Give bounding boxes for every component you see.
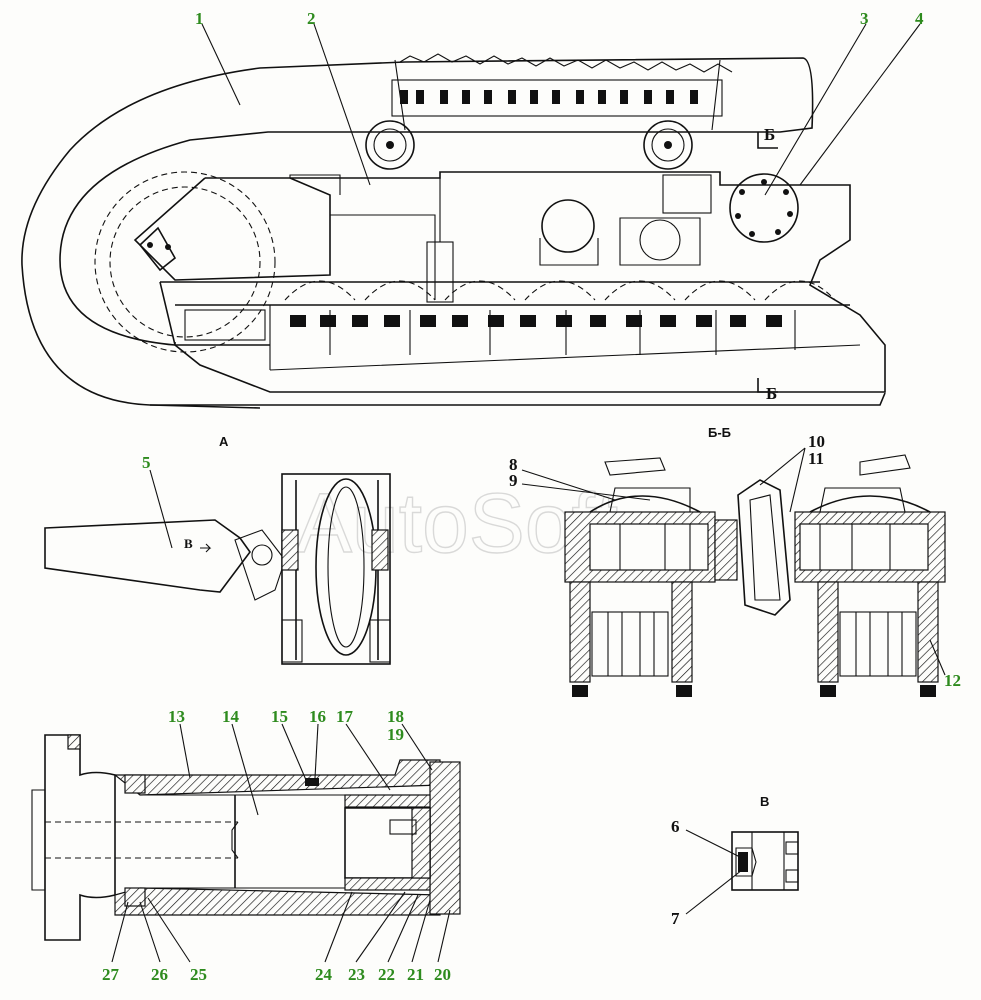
callout-3: 3 [860, 9, 869, 28]
callout-2: 2 [307, 9, 316, 28]
view-bb-title: Б-Б [708, 425, 731, 440]
callout-8: 8 [509, 455, 518, 474]
callout-1: 1 [195, 9, 204, 28]
callout-15: 15 [271, 707, 288, 726]
arrow-v-label: В [184, 536, 193, 551]
track-frame [133, 171, 886, 393]
callout-27: 27 [102, 965, 120, 984]
callout-6: 6 [671, 817, 680, 836]
callout-20: 20 [434, 965, 451, 984]
callout-13: 13 [168, 707, 185, 726]
callout-4: 4 [915, 9, 924, 28]
callout-12: 12 [944, 671, 961, 690]
view-v: В 6 7 [671, 794, 799, 928]
callout-11: 11 [808, 449, 824, 468]
axle-section-detail: 13 14 15 16 17 18 19 27 26 25 24 23 22 2… [31, 707, 461, 984]
callout-19: 19 [387, 725, 404, 744]
support-rollers [365, 120, 693, 170]
view-a: A В 5 [44, 434, 391, 665]
callout-7: 7 [671, 909, 680, 928]
callout-24: 24 [315, 965, 333, 984]
callout-17: 17 [336, 707, 354, 726]
view-v-title: В [760, 794, 769, 809]
callout-22: 22 [378, 965, 395, 984]
callout-14: 14 [222, 707, 240, 726]
cut-mark-bottom: Б [766, 384, 777, 403]
callout-9: 9 [509, 471, 518, 490]
top-track-links [391, 53, 733, 131]
callout-25: 25 [190, 965, 207, 984]
cut-mark-top: Б [764, 125, 775, 144]
callout-26: 26 [151, 965, 168, 984]
callout-18: 18 [387, 707, 404, 726]
callout-23: 23 [348, 965, 365, 984]
view-a-title: A [219, 434, 229, 449]
callout-5: 5 [142, 453, 151, 472]
callout-21: 21 [407, 965, 424, 984]
callout-10: 10 [808, 432, 825, 451]
main-side-view: Б Б 1 2 3 4 [21, 9, 924, 409]
final-drive-hub [539, 173, 799, 266]
callout-16: 16 [309, 707, 326, 726]
view-bb: Б-Б 8 9 10 11 12 [509, 425, 961, 697]
